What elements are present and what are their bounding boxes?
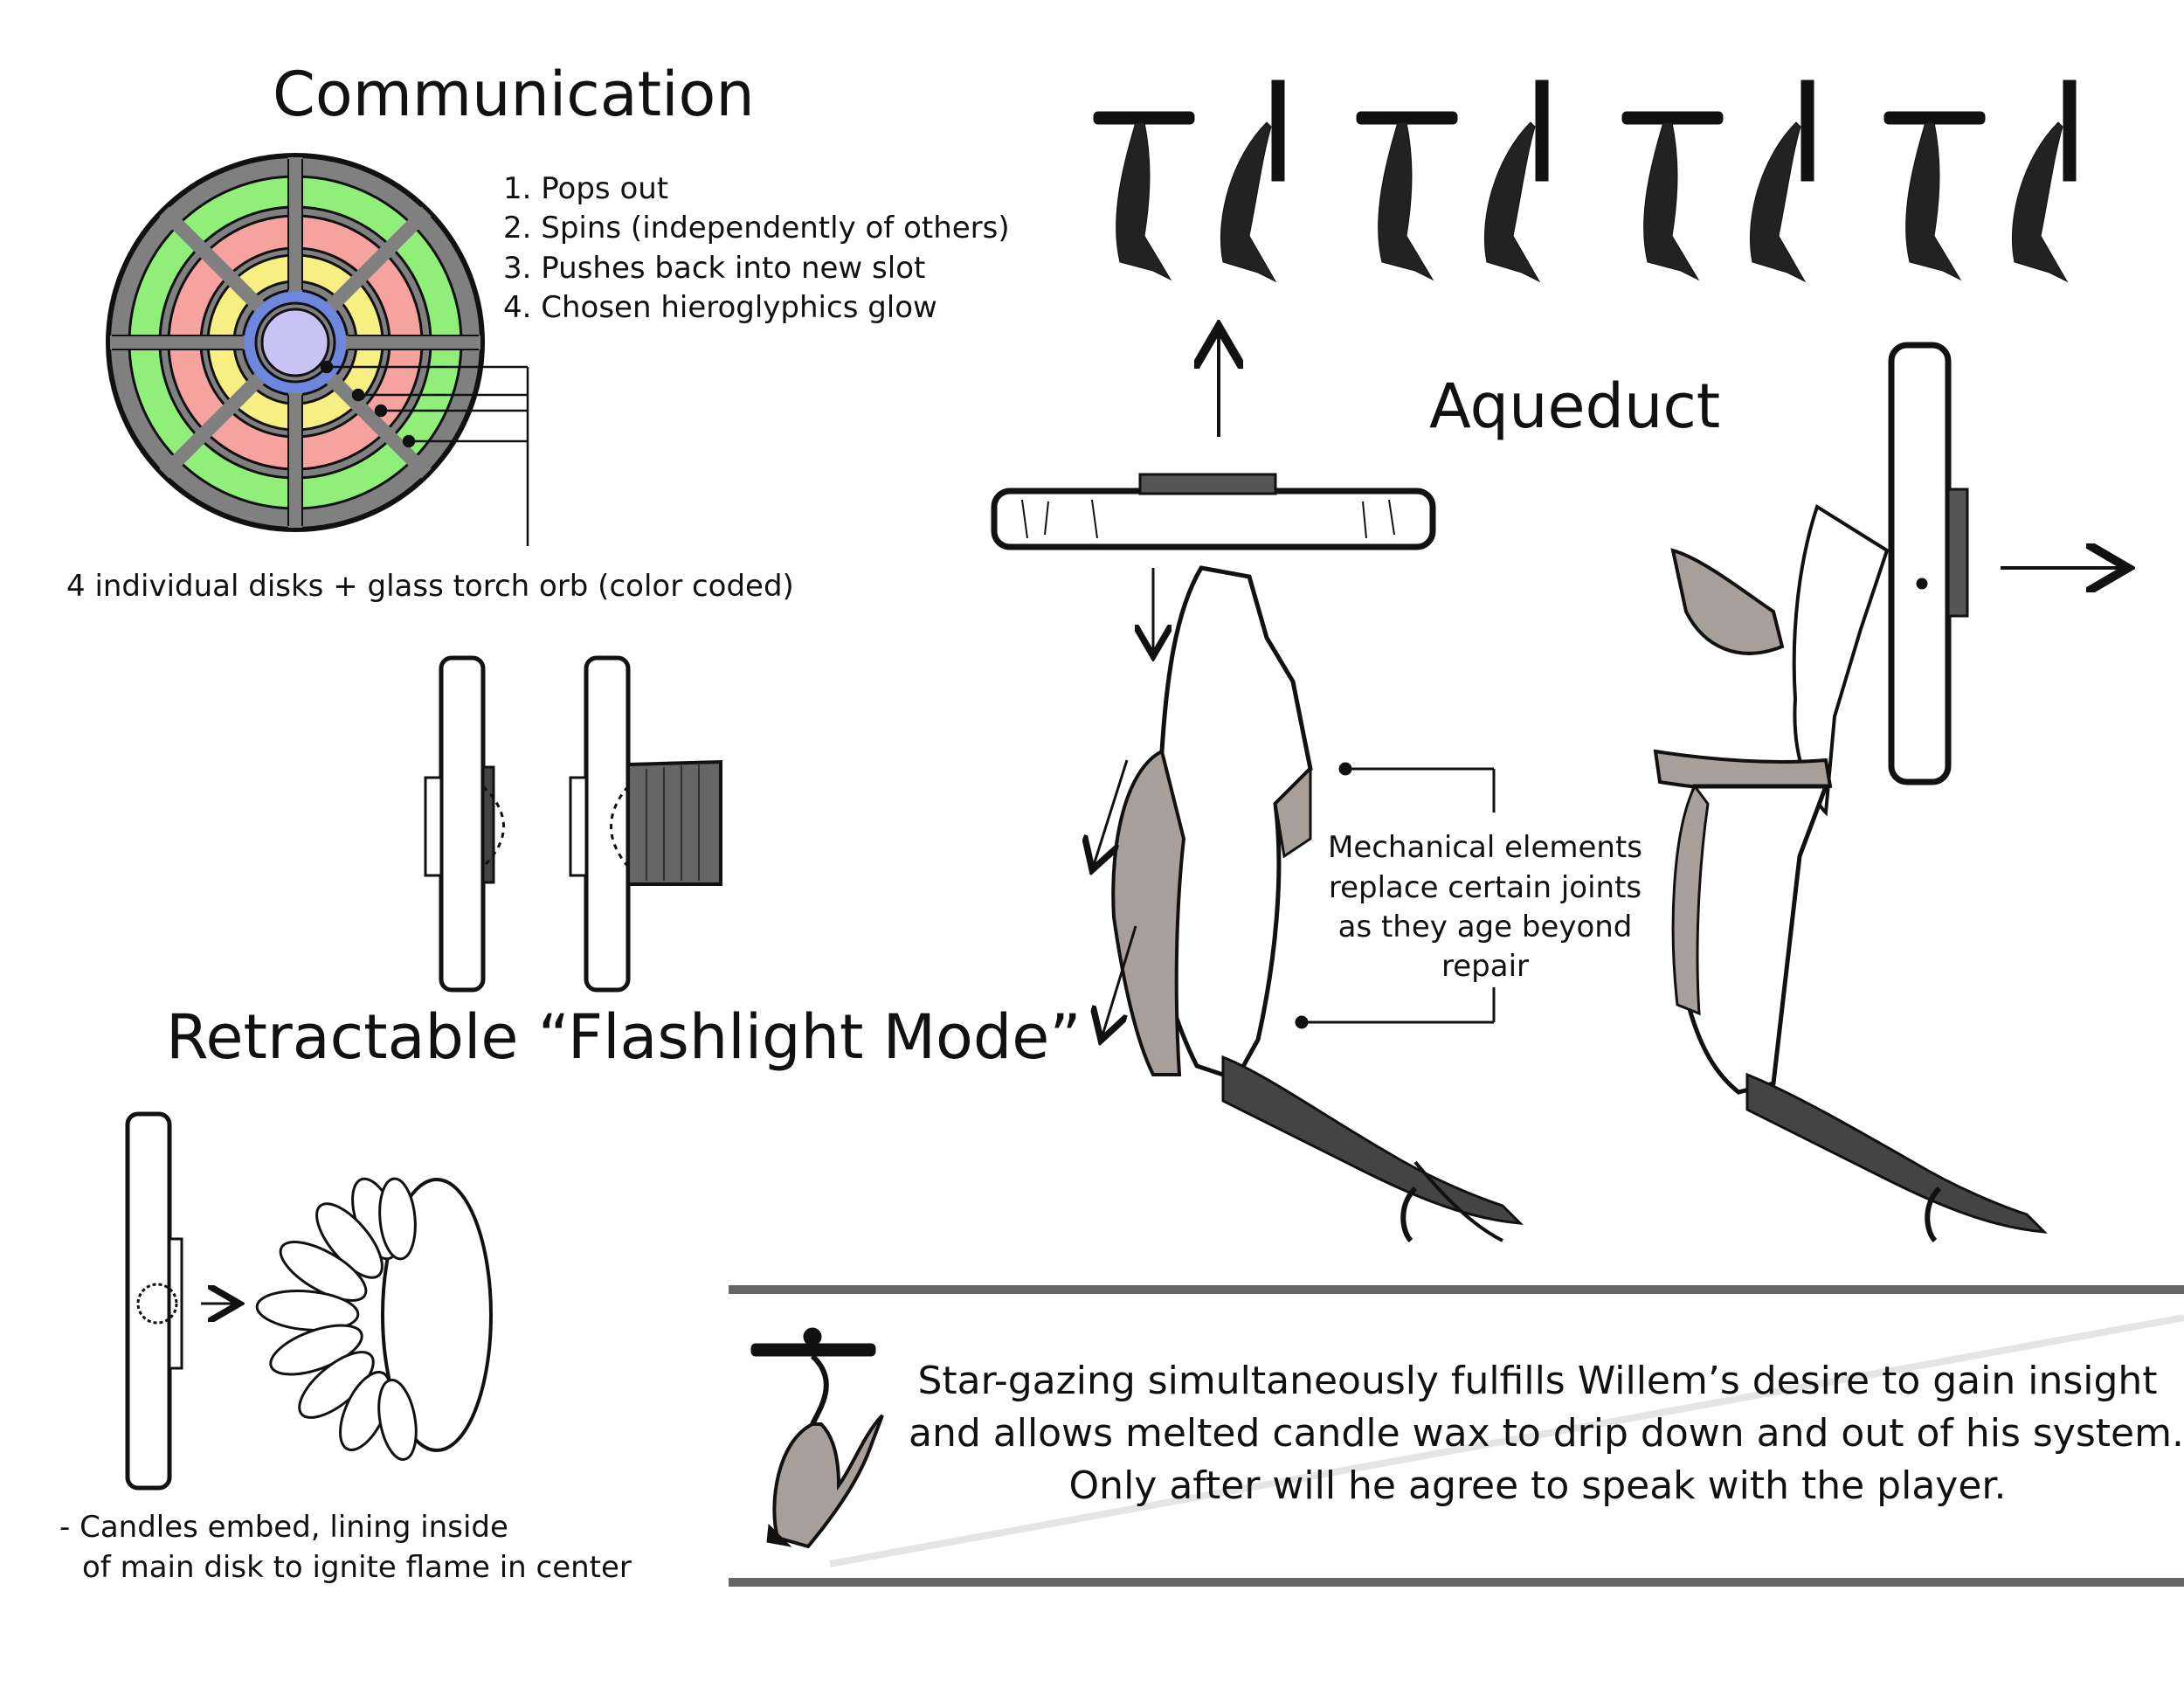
- aqueduct-title: Aqueduct: [1429, 370, 1721, 442]
- candle-mechanism-diagram: [125, 1111, 493, 1491]
- communication-title: Communication: [273, 59, 755, 130]
- banner-line-3: Only after will he agree to speak with t…: [1068, 1463, 2007, 1508]
- aqueduct-figure-right: [1653, 342, 2048, 1243]
- annotation-line-2: replace certain joints: [1328, 870, 1642, 905]
- step-3: 3. Pushes back into new slot: [503, 251, 926, 286]
- annotation-line-4: repair: [1441, 949, 1529, 984]
- annotation-line-1: Mechanical elements: [1327, 830, 1643, 865]
- annotation-line-3: as they age beyond: [1337, 910, 1633, 944]
- disk-caption: 4 individual disks + glass torch orb (co…: [66, 569, 794, 604]
- step-2: 2. Spins (independently of others): [503, 211, 1010, 246]
- banner-rules: [729, 1285, 2184, 1587]
- flashlight-title: Retractable “Flashlight Mode”: [166, 1001, 1082, 1073]
- communication-disk: [106, 153, 529, 546]
- hanging-figure-icon: [750, 1327, 884, 1549]
- banner-line-1: Star-gazing simultaneously fulfills Will…: [917, 1359, 2158, 1403]
- aqueduct-figure-left: [991, 473, 1524, 1243]
- banner-line-2: and allows melted candle wax to drip dow…: [909, 1411, 2184, 1456]
- candles-caption-line2: of main disk to ignite flame in center: [82, 1550, 632, 1585]
- aqueduct-pose-row: [1093, 80, 2077, 283]
- step-1: 1. Pops out: [503, 171, 669, 206]
- flashlight-diagram: [424, 655, 722, 993]
- candles-caption-line1: - Candles embed, lining inside: [59, 1510, 508, 1545]
- step-4: 4. Chosen hieroglyphics glow: [503, 290, 937, 325]
